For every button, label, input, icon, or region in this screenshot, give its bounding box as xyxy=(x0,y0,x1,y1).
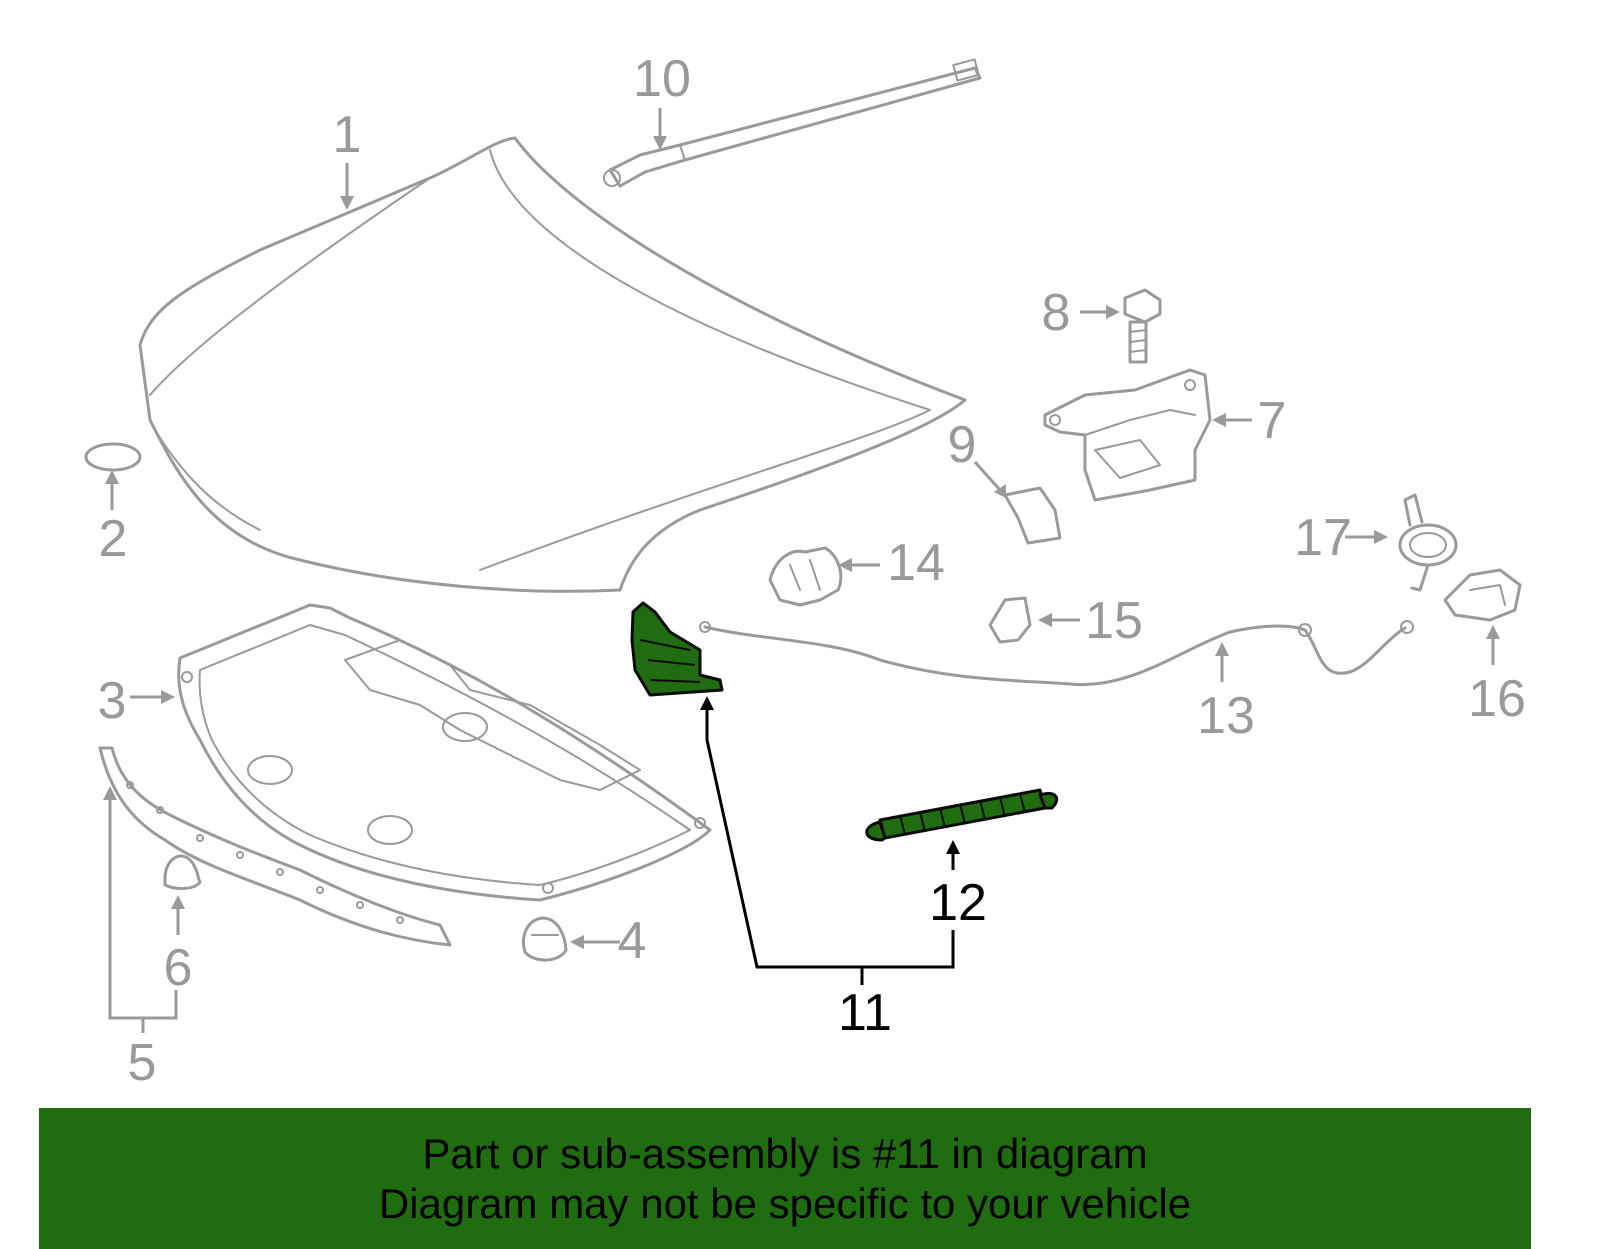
release-cable xyxy=(699,620,1414,687)
leader-lines-highlighted xyxy=(700,696,960,985)
callout-8: 8 xyxy=(1042,284,1071,342)
clip-part-15 xyxy=(988,596,1032,644)
callout-4: 4 xyxy=(618,912,647,970)
callout-5: 5 xyxy=(128,1034,157,1092)
callout-17: 17 xyxy=(1294,509,1352,567)
banner-line-1: Part or sub-assembly is #11 in diagram xyxy=(422,1129,1148,1177)
bracket-part-16 xyxy=(1443,568,1522,622)
clip-part-6 xyxy=(163,854,202,890)
callout-7: 7 xyxy=(1258,392,1287,450)
seal-ring-part xyxy=(84,442,142,472)
callout-16: 16 xyxy=(1468,670,1526,728)
callout-1: 1 xyxy=(333,106,362,164)
callout-2: 2 xyxy=(99,510,128,568)
callout-14: 14 xyxy=(887,534,945,592)
latch-bracket xyxy=(1043,368,1212,502)
callout-10: 10 xyxy=(633,50,691,108)
banner-line-2: Diagram may not be specific to your vehi… xyxy=(378,1179,1192,1227)
clip-part-14 xyxy=(768,546,843,607)
spring-part-17 xyxy=(1398,493,1458,592)
hood-insulator xyxy=(177,603,712,902)
callout-12: 12 xyxy=(929,874,987,932)
leader-lines xyxy=(103,108,1500,1033)
hood-panel xyxy=(138,136,967,593)
callout-13: 13 xyxy=(1197,687,1255,745)
hood-support-strut xyxy=(603,58,982,188)
callout-3: 3 xyxy=(98,672,127,730)
weatherstrip xyxy=(98,746,452,947)
callout-9: 9 xyxy=(948,416,977,474)
callout-11: 11 xyxy=(838,984,892,1042)
clip-part-4 xyxy=(522,916,568,962)
hood-spring-highlighted xyxy=(865,788,1059,842)
callout-15: 15 xyxy=(1085,592,1143,650)
bracket-part-9 xyxy=(1003,486,1062,545)
callout-6: 6 xyxy=(164,939,193,997)
bolt-part xyxy=(1123,288,1162,364)
info-banner: Part or sub-assembly is #11 in diagram D… xyxy=(39,1108,1531,1249)
hood-latch-highlighted xyxy=(630,601,724,697)
